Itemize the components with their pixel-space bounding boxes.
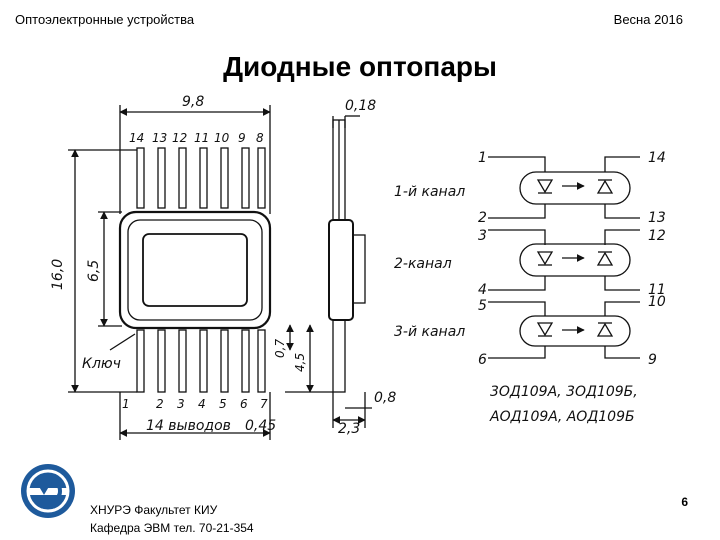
course-name: Оптоэлектронные устройства: [15, 12, 195, 27]
pin-number: 2: [478, 210, 487, 226]
dim-thickness: 0,18: [345, 98, 376, 114]
pin-number: 6: [478, 352, 487, 368]
channel-2-label: 2-канал: [394, 256, 452, 272]
channel-1-schematic: [488, 156, 640, 219]
pin-number: 12: [172, 131, 187, 145]
channel-2-schematic: [488, 229, 640, 291]
pin-number: 13: [152, 131, 167, 145]
channel-3-schematic: [488, 301, 640, 359]
dim-pin-gap: 0,8: [374, 390, 396, 406]
key-label: Ключ: [82, 356, 121, 372]
pin-number: 3: [177, 397, 185, 411]
pin-number: 14: [129, 131, 144, 145]
pin-number: 5: [478, 298, 487, 314]
pin-number: 12: [648, 228, 666, 244]
models-line-2: АОД109А, АОД109Б: [489, 409, 635, 425]
pin-number: 11: [648, 282, 666, 298]
pin-number: 9: [648, 352, 657, 368]
dim-pin-length: 4,5: [293, 353, 307, 372]
models-line-1: 3ОД109А, 3ОД109Б,: [490, 384, 638, 400]
pin-number: 3: [478, 228, 487, 244]
bottom-pins: [136, 329, 266, 393]
package-body: [118, 210, 272, 330]
dim-pin-offset: 0,7: [273, 339, 287, 358]
semester: Весна 2016: [613, 12, 683, 27]
footer-department: Кафедра ЭВМ тел. 70-21-354: [90, 521, 254, 535]
slide-title: Диодные оптопары: [223, 51, 497, 82]
top-pins: [136, 147, 266, 209]
pin-number: 1: [122, 397, 130, 411]
pin-number: 2: [156, 397, 164, 411]
dim-pin-count: 14 выводов: [146, 418, 231, 434]
pin-number: 10: [648, 294, 666, 310]
pin-number: 5: [219, 397, 227, 411]
pin-number: 4: [198, 397, 206, 411]
page-number: 6: [681, 495, 688, 509]
side-view: [328, 119, 366, 393]
dim-width: 9,8: [182, 94, 204, 110]
pin-number: 4: [478, 282, 487, 298]
university-logo-icon: [21, 464, 75, 518]
pin-number: 8: [256, 131, 264, 145]
channel-3-label: 3-й канал: [394, 324, 465, 340]
pin-number: 14: [648, 150, 666, 166]
pin-number: 9: [238, 131, 246, 145]
dim-side-width: 2,3: [338, 421, 360, 437]
pin-number: 13: [648, 210, 666, 226]
channel-1-label: 1-й канал: [394, 184, 465, 200]
pin-number: 6: [240, 397, 248, 411]
pin-number: 10: [214, 131, 230, 145]
pin-number: 7: [260, 397, 268, 411]
dim-height-total: 16,0: [50, 259, 66, 290]
footer-faculty: ХНУРЭ Факультет КИУ: [90, 503, 218, 517]
dim-height-window: 6,5: [86, 260, 102, 282]
dim-pin-width: 0,45: [245, 418, 276, 434]
pin-number: 11: [194, 131, 209, 145]
pin-number: 1: [478, 150, 487, 166]
